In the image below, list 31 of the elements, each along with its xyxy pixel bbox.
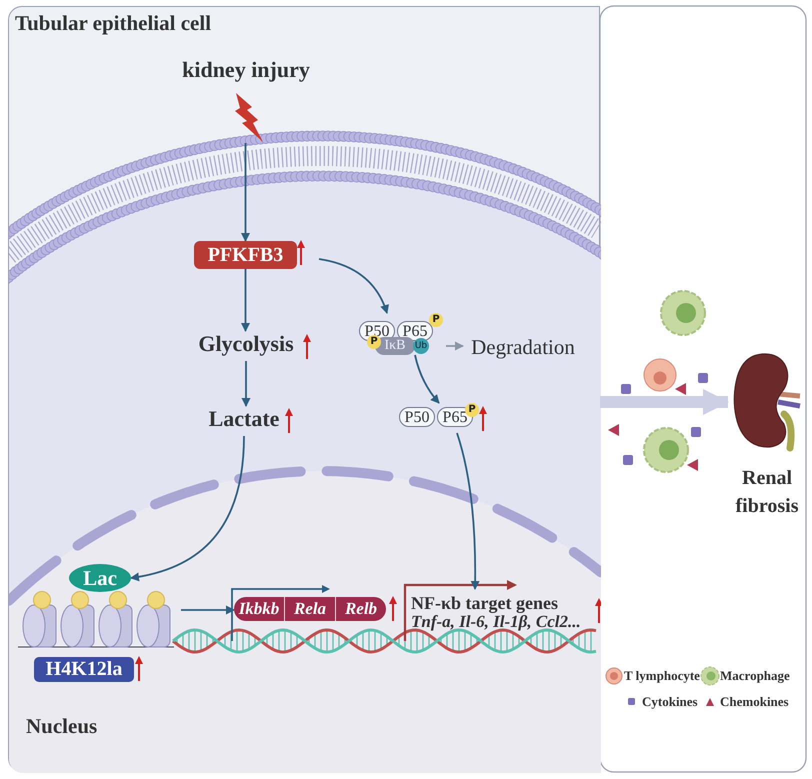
stimulus-label: kidney injury xyxy=(181,57,311,83)
arrow xyxy=(318,258,389,314)
gene-list: Tnf-a, Il-6, Il-1β, Ccl2... xyxy=(411,612,581,632)
gene-box xyxy=(234,597,386,621)
legend-label: Cytokines xyxy=(642,693,698,711)
protein-label: PFKFB3 xyxy=(194,241,297,269)
gene-name: Ikbkb xyxy=(238,598,280,620)
outcome-label: Renal fibrosis xyxy=(734,466,800,519)
arrow xyxy=(456,432,480,590)
gene-name: Rela xyxy=(284,597,335,621)
arrow xyxy=(130,436,245,582)
process-label: Degradation xyxy=(470,335,576,360)
arrow xyxy=(242,361,250,407)
arrow xyxy=(241,143,250,242)
protein-label: P50 xyxy=(399,407,435,427)
arrow xyxy=(446,342,464,350)
gene-name: Relb xyxy=(335,597,386,621)
histone-mark-label: H4K12la xyxy=(34,657,134,682)
legend-label: Chemokines xyxy=(720,693,789,711)
gene-group-label: NF-κb target genes xyxy=(411,593,558,614)
cell-panel xyxy=(8,6,600,772)
panel-title: Tubular epithelial cell xyxy=(15,11,212,36)
arrow xyxy=(241,269,250,332)
metabolite-label: Glycolysis xyxy=(197,331,295,357)
metabolite-label: Lactate xyxy=(208,406,280,432)
legend-label: T lymphocyte xyxy=(624,667,700,685)
block-arrow xyxy=(600,389,729,415)
arrow xyxy=(414,354,440,404)
region-label: Nucleus xyxy=(26,714,98,739)
legend-label: Macrophage xyxy=(720,667,790,685)
arrow xyxy=(181,606,235,614)
